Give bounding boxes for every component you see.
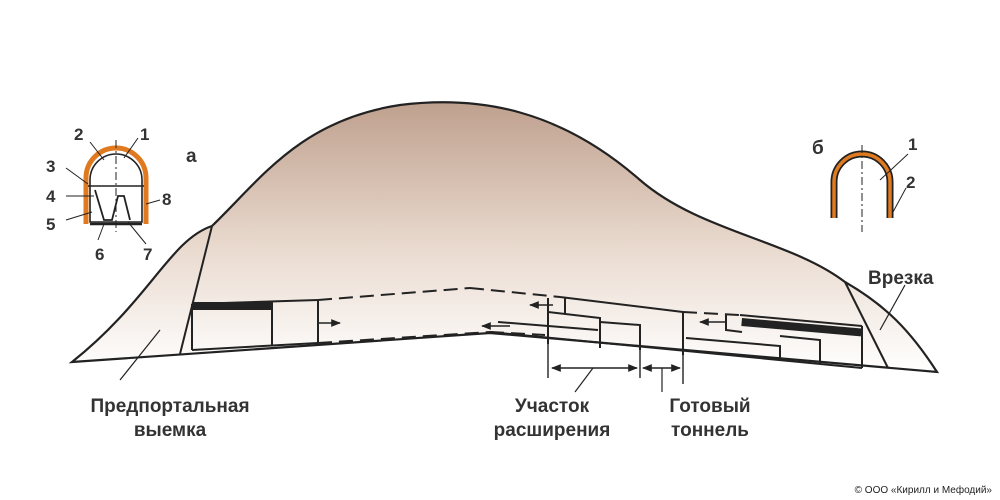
section-a-letter: а	[186, 146, 197, 167]
leader-widening	[574, 367, 594, 393]
entry-label: Врезка	[868, 268, 934, 289]
leader-cut	[119, 329, 161, 381]
section-b-num-1: 1	[908, 135, 917, 154]
cross-section-b	[830, 145, 909, 232]
section-a-num-6: 6	[95, 245, 104, 264]
section-a-num-3: 3	[46, 157, 55, 176]
section-a-num-7: 7	[143, 245, 152, 264]
widening-label-line2: расширения	[494, 420, 611, 441]
widening-label-line1: Участок	[515, 396, 590, 417]
tunnel-dashed	[317, 287, 741, 344]
copyright-text: © ООО «Кирилл и Мефодий»	[855, 484, 993, 496]
portal-cut-right	[844, 281, 889, 369]
section-a-num-4: 4	[46, 187, 56, 206]
portal-cut-left	[179, 225, 213, 355]
section-a-num-5: 5	[46, 215, 55, 234]
section-a-num-1: 1	[140, 125, 149, 144]
cross-section-a	[65, 137, 161, 245]
leader-entry	[879, 284, 906, 331]
cut-label-line1: Предпортальная	[90, 396, 249, 417]
dimension-ready	[642, 355, 684, 384]
ready-label-line1: Готовый	[669, 396, 750, 417]
tunnel-left	[191, 299, 319, 351]
dimension-widening	[547, 344, 641, 378]
cut-label-line2: выемка	[134, 420, 207, 441]
section-a-num-2: 2	[74, 125, 83, 144]
hill	[68, 101, 940, 374]
tunnel-right	[489, 296, 863, 369]
section-b-letter: б	[812, 138, 824, 159]
ready-label-line2: тоннель	[671, 420, 749, 441]
section-b-num-2: 2	[906, 173, 915, 192]
section-a-num-8: 8	[162, 190, 171, 209]
